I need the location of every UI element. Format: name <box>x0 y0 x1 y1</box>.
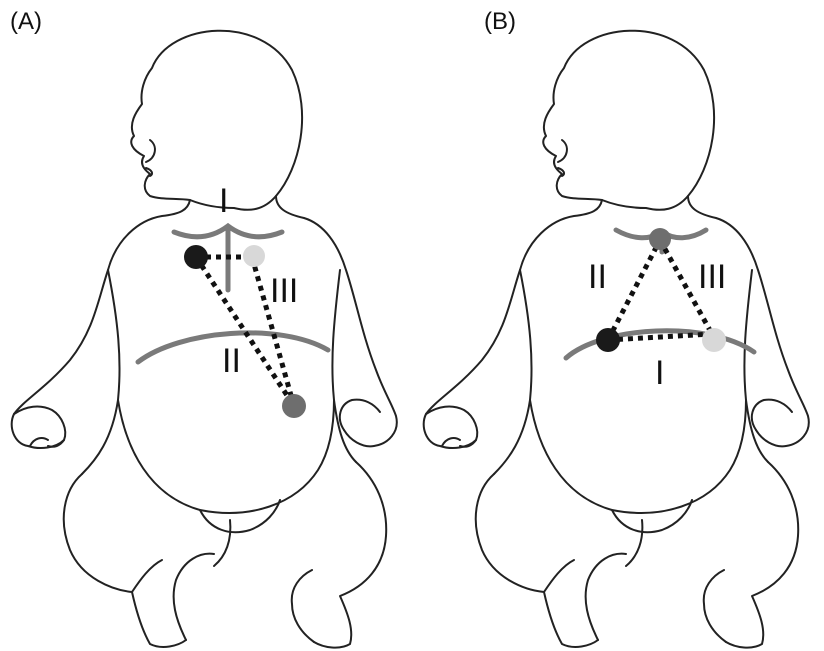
infant-figure-a: I III II <box>0 0 412 651</box>
panel-b: (B) <box>412 0 824 651</box>
electrode-left-leg <box>702 328 726 352</box>
lead-label-i: I <box>219 182 228 220</box>
electrode-left-arm <box>596 328 620 352</box>
lead-vector-ii <box>608 240 660 340</box>
lead-vectors <box>608 240 712 340</box>
infant-figure-b: II III I <box>412 0 824 651</box>
electrode-left-leg <box>282 394 306 418</box>
lead-label-ii: II <box>222 342 241 380</box>
lead-label-iii: III <box>270 272 298 310</box>
electrode-right-arm <box>649 228 671 250</box>
lead-label-iii: III <box>698 258 726 296</box>
panel-a: (A) <box>0 0 412 651</box>
lead-label-ii: II <box>588 258 607 296</box>
electrode-left-arm <box>243 245 265 267</box>
lead-label-i: I <box>655 354 664 392</box>
electrode-right-arm <box>184 245 208 269</box>
